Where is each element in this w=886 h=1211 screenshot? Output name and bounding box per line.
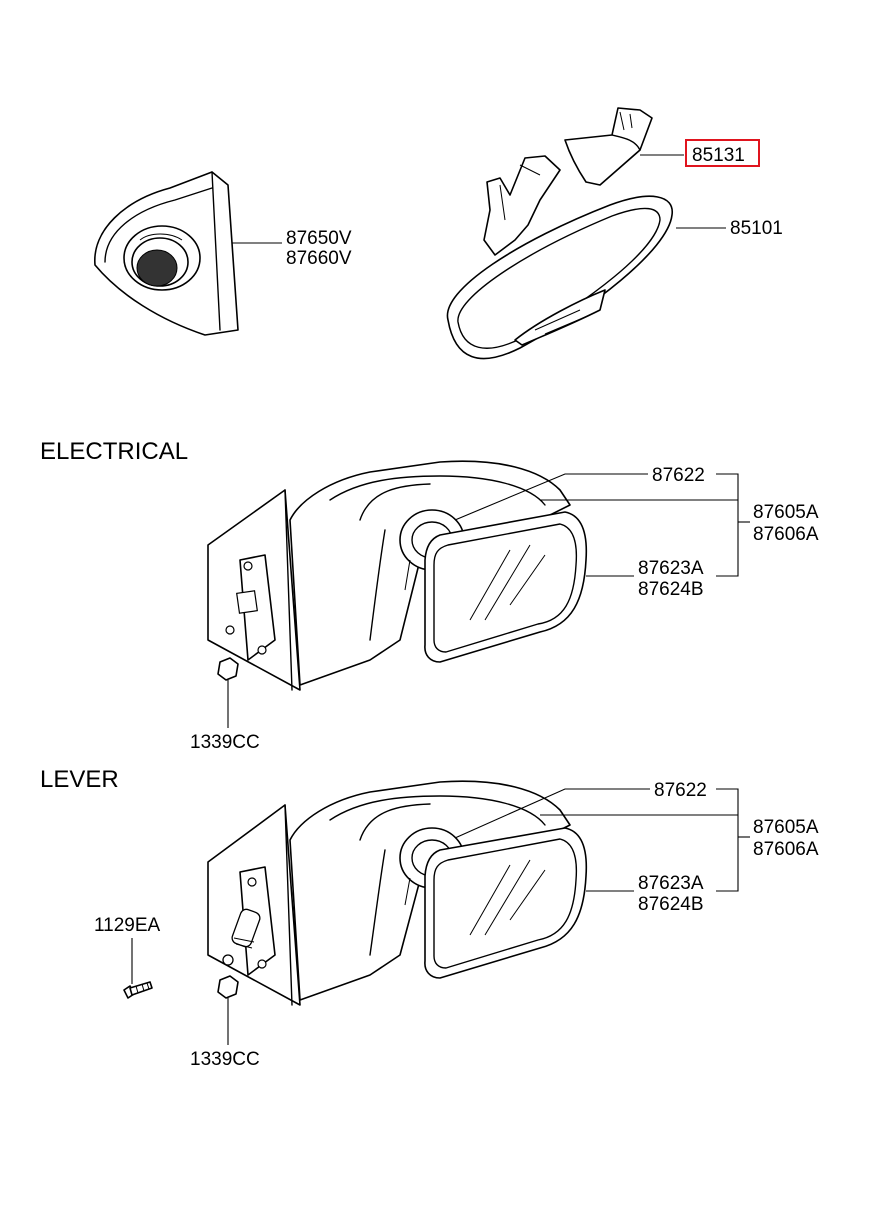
electrical-outside-mirror — [207, 460, 588, 691]
label-elec-87623a: 87623A — [638, 558, 704, 579]
label-85131: 85131 — [692, 145, 745, 166]
tweeter-cover-part — [94, 171, 239, 336]
label-87650v: 87650V — [286, 228, 352, 249]
label-elec-87624b: 87624B — [638, 579, 704, 600]
label-elec-87606a: 87606A — [753, 524, 819, 545]
label-lever-87605a: 87605A — [753, 817, 819, 838]
label-elec-87622: 87622 — [652, 465, 705, 486]
mirror-bracket — [483, 155, 561, 256]
label-85101: 85101 — [730, 218, 783, 239]
mirror-cover-part — [564, 107, 653, 186]
label-elec-87605a: 87605A — [753, 502, 819, 523]
screw-1129ea — [123, 981, 153, 999]
lever-outside-mirror — [207, 780, 588, 1006]
inside-mirror-part — [446, 195, 673, 360]
label-lever-1129ea: 1129EA — [94, 915, 161, 936]
label-lever-87624b: 87624B — [638, 894, 704, 915]
label-87660v: 87660V — [286, 248, 352, 269]
highlight-box-85131 — [685, 139, 760, 167]
label-lever-87623a: 87623A — [638, 873, 704, 894]
label-lever-87606a: 87606A — [753, 839, 819, 860]
section-title-electrical: ELECTRICAL — [40, 438, 188, 465]
label-lever-87622: 87622 — [654, 780, 707, 801]
label-elec-1339cc: 1339CC — [190, 732, 260, 753]
label-lever-1339cc: 1339CC — [190, 1049, 260, 1070]
section-title-lever: LEVER — [40, 766, 119, 793]
